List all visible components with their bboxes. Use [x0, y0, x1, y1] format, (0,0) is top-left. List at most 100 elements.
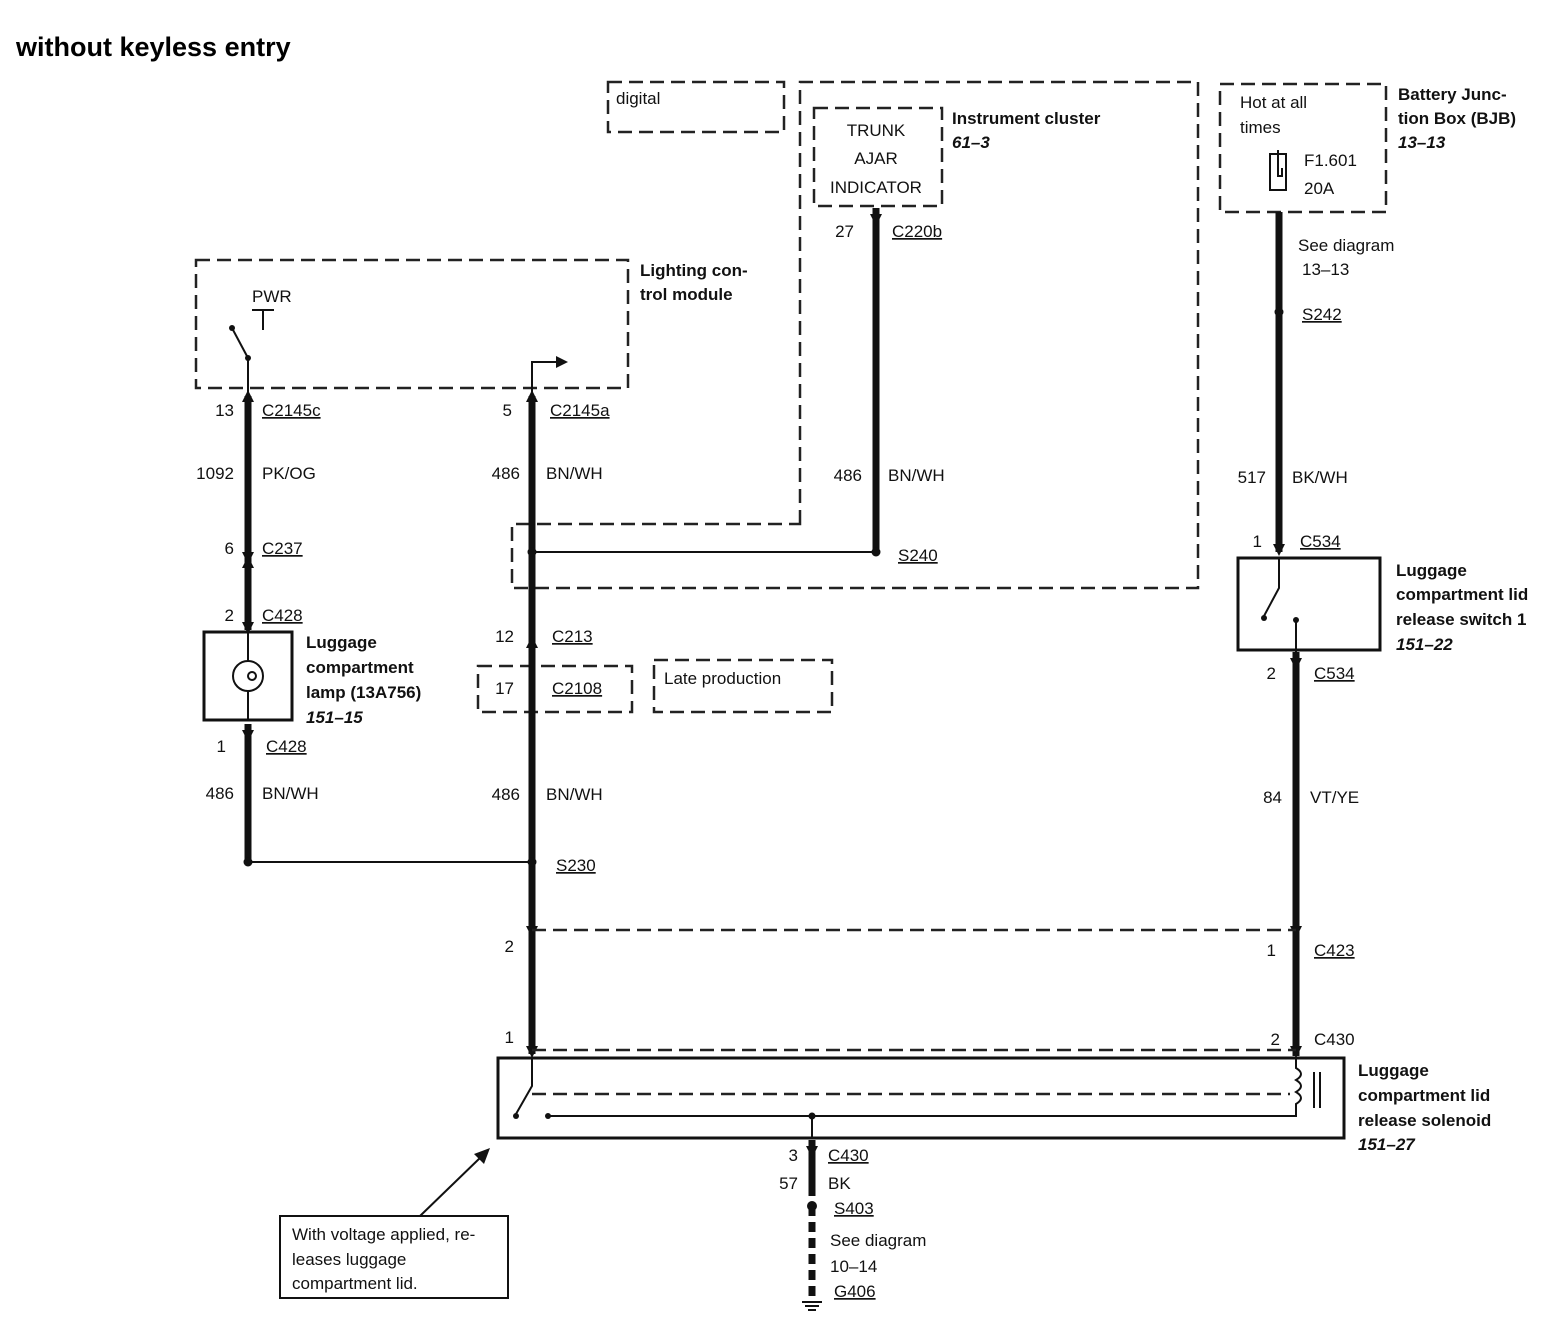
c2108-box	[476, 664, 634, 714]
wire-486a-number: 486	[206, 784, 234, 803]
splice-dot	[527, 857, 537, 867]
connector-arrow	[806, 1146, 818, 1158]
wire-486b-color: BN/WH	[546, 464, 603, 483]
s403-label: S403	[834, 1199, 874, 1218]
c428b-pin: 1	[217, 737, 226, 756]
c2108-pin: 17	[495, 679, 514, 698]
digital-box	[606, 80, 786, 134]
lcm-name-1: Lighting con-	[640, 261, 748, 280]
late-production-box	[652, 658, 834, 714]
see-diagram-top-2: 13–13	[1302, 260, 1349, 279]
see-diagram-top-1: See diagram	[1298, 236, 1394, 255]
c2145c-label: C2145c	[262, 401, 321, 420]
digital-label: digital	[616, 89, 660, 108]
wire-84-number: 84	[1263, 788, 1282, 807]
pwr-label: PWR	[252, 287, 292, 306]
connector-arrow	[1290, 658, 1302, 670]
wire-486b-number: 486	[492, 464, 520, 483]
s242-label: S242	[1302, 305, 1342, 324]
trunk-label-1: TRUNK	[847, 121, 906, 140]
pin-1-left: 1	[505, 1028, 514, 1047]
switch-ref: 151–22	[1396, 635, 1453, 654]
ground-icon	[802, 1301, 822, 1311]
wire-486c-color: BN/WH	[546, 785, 603, 804]
lcm-name-2: trol module	[640, 285, 733, 304]
c2145c-pin: 13	[215, 401, 234, 420]
splice-dot	[807, 1201, 817, 1211]
c2108-label: C2108	[552, 679, 602, 698]
c428a-label: C428	[262, 606, 303, 625]
late-production-label: Late production	[664, 669, 781, 688]
instrument-cluster-ref: 61–3	[952, 133, 990, 152]
fuse-id: F1.601	[1304, 151, 1357, 170]
pwr-switch-icon	[229, 309, 274, 392]
connector-arrow	[242, 730, 254, 742]
wire-84-color: VT/YE	[1310, 788, 1359, 807]
note-line-3: compartment lid.	[292, 1274, 418, 1293]
c2145a-label: C2145a	[550, 401, 610, 420]
s230-label: S230	[556, 856, 596, 875]
c423-pin: 1	[1267, 941, 1276, 960]
solenoid-name-2: compartment lid	[1358, 1086, 1490, 1105]
bjb-name-2: tion Box (BJB)	[1398, 109, 1516, 128]
c430a-pin: 2	[1271, 1030, 1280, 1049]
note-arrow	[419, 1148, 490, 1217]
instrument-cluster-name: Instrument cluster	[952, 109, 1101, 128]
c423-label: C423	[1314, 941, 1355, 960]
connector-arrow	[242, 622, 254, 634]
c220b-pin: 27	[835, 222, 854, 241]
wire-57-number: 57	[779, 1174, 798, 1193]
connector-arrow	[526, 636, 538, 648]
trunk-label-3: INDICATOR	[830, 178, 922, 197]
wire-57-color: BK	[828, 1174, 851, 1193]
release-switch-box	[1236, 556, 1382, 652]
wire-517-color: BK/WH	[1292, 468, 1348, 487]
solenoid-ref: 151–27	[1358, 1135, 1416, 1154]
pin-2-left: 2	[505, 937, 514, 956]
switch-name-2: compartment lid	[1396, 585, 1528, 604]
wire-517-number: 517	[1238, 468, 1266, 487]
g406-label: G406	[834, 1282, 876, 1301]
c213-pin: 12	[495, 627, 514, 646]
diagram-title: without keyless entry	[15, 32, 291, 62]
solenoid-name-3: release solenoid	[1358, 1111, 1491, 1130]
see-diagram-bottom-2: 10–14	[830, 1257, 877, 1276]
lamp-icon	[232, 632, 264, 720]
wire-1092-number: 1092	[196, 464, 234, 483]
c2145a-pin: 5	[503, 401, 512, 420]
c534b-label: C534	[1314, 664, 1355, 683]
switch-name-1: Luggage	[1396, 561, 1467, 580]
hot-label-1: Hot at all	[1240, 93, 1307, 112]
connector-arrow	[1290, 1046, 1302, 1058]
c237-label: C237	[262, 539, 303, 558]
lamp-ref: 151–15	[306, 708, 363, 727]
c534b-pin: 2	[1267, 664, 1276, 683]
instrument-cluster-box	[510, 80, 1200, 590]
c430a-label: C430	[1314, 1030, 1355, 1049]
fuse-icon	[1269, 150, 1287, 191]
connector-arrow	[526, 390, 538, 402]
bjb-ref: 13–13	[1398, 133, 1446, 152]
c430b-pin: 3	[789, 1146, 798, 1165]
hot-label-2: times	[1240, 118, 1281, 137]
lcm-output-icon	[531, 356, 568, 392]
connector-arrow	[242, 390, 254, 402]
note-line-2: leases luggage	[292, 1250, 406, 1269]
solenoid-name-1: Luggage	[1358, 1061, 1429, 1080]
c220b-label: C220b	[892, 222, 942, 241]
c534a-label: C534	[1300, 532, 1341, 551]
connector-arrow	[526, 926, 538, 938]
s240-label: S240	[898, 546, 938, 565]
connector-arrow	[870, 214, 882, 226]
lamp-name-3: lamp (13A756)	[306, 683, 421, 702]
c428b-label: C428	[266, 737, 307, 756]
connector-arrow	[1273, 544, 1285, 556]
note-line-1: With voltage applied, re-	[292, 1225, 475, 1244]
release-solenoid-box	[496, 1056, 1346, 1140]
connector-arrow	[1290, 926, 1302, 938]
lighting-control-module-box	[194, 258, 630, 390]
bjb-name-1: Battery Junc-	[1398, 85, 1507, 104]
wire-486d-number: 486	[834, 466, 862, 485]
note-box	[279, 1215, 509, 1299]
